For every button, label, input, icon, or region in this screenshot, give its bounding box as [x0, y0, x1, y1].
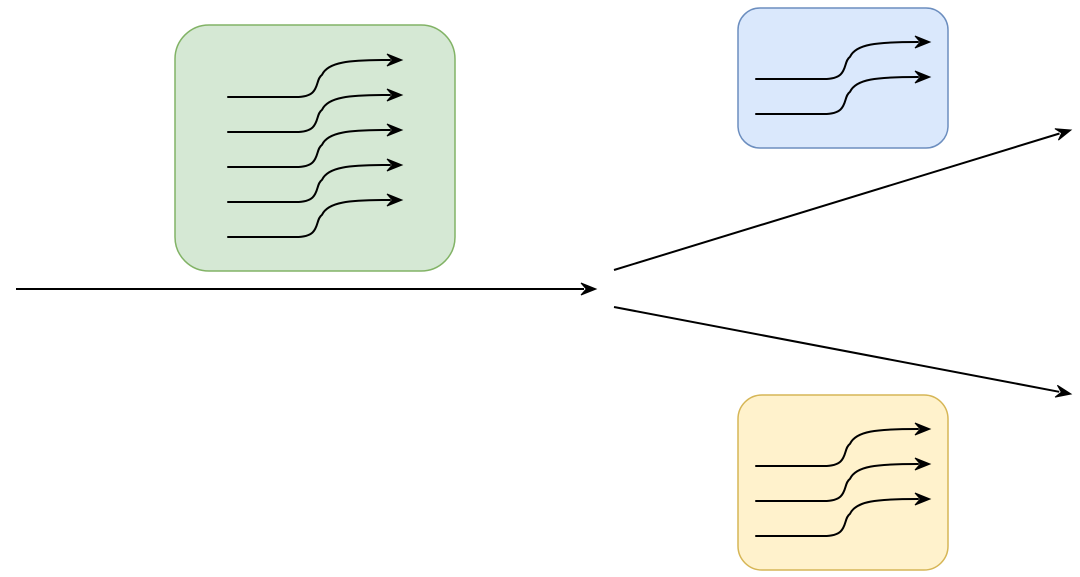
flow-arrow-line	[755, 76, 919, 115]
flow-arrow-line	[755, 41, 919, 80]
flow-arrow-line	[755, 498, 919, 537]
flow-arrow-head	[386, 123, 404, 137]
flow-arrow	[227, 123, 404, 168]
box-yellow-shape	[737, 394, 949, 571]
box-green	[174, 24, 456, 272]
flow-arrow-line	[227, 59, 391, 98]
flow-arrow-head	[914, 70, 932, 84]
box-blue	[737, 7, 949, 149]
flow-arrow	[755, 422, 932, 467]
flow-arrow-head	[386, 53, 404, 67]
flow-arrow-head	[386, 158, 404, 172]
flow-arrow	[227, 53, 404, 98]
flow-arrow-head	[386, 88, 404, 102]
flow-arrow	[227, 158, 404, 203]
flow-arrow-head	[386, 193, 404, 207]
flow-arrow-line	[227, 164, 391, 203]
incoming-arrow-head	[580, 282, 598, 296]
lower-branch-arrow	[613, 306, 1073, 398]
flow-arrow	[755, 457, 932, 502]
boxes-layer	[174, 7, 949, 571]
lower-branch-arrow-line	[613, 306, 1060, 393]
flow-arrow-line	[227, 129, 391, 168]
box-yellow	[737, 394, 949, 571]
flow-arrow-line	[227, 199, 391, 238]
incoming-arrow	[16, 282, 598, 296]
flow-arrow-head	[914, 492, 932, 506]
flow-arrow-head	[914, 35, 932, 49]
flow-arrow	[755, 492, 932, 537]
flow-arrow	[227, 193, 404, 238]
flow-arrow-head	[914, 422, 932, 436]
flow-arrow-line	[755, 463, 919, 502]
lower-branch-arrow-head	[1054, 384, 1073, 398]
upper-branch-arrow-head	[1054, 128, 1073, 141]
flow-arrow-line	[755, 428, 919, 467]
flow-arrow-head	[914, 457, 932, 471]
flow-arrow-line	[227, 94, 391, 133]
flow-arrow	[755, 35, 932, 80]
upper-branch-arrow	[613, 128, 1073, 271]
flow-arrow	[227, 88, 404, 133]
flow-arrow	[755, 70, 932, 115]
box-green-shape	[174, 24, 456, 272]
upper-branch-arrow-line	[613, 132, 1060, 271]
arrows-layer	[16, 128, 1073, 398]
